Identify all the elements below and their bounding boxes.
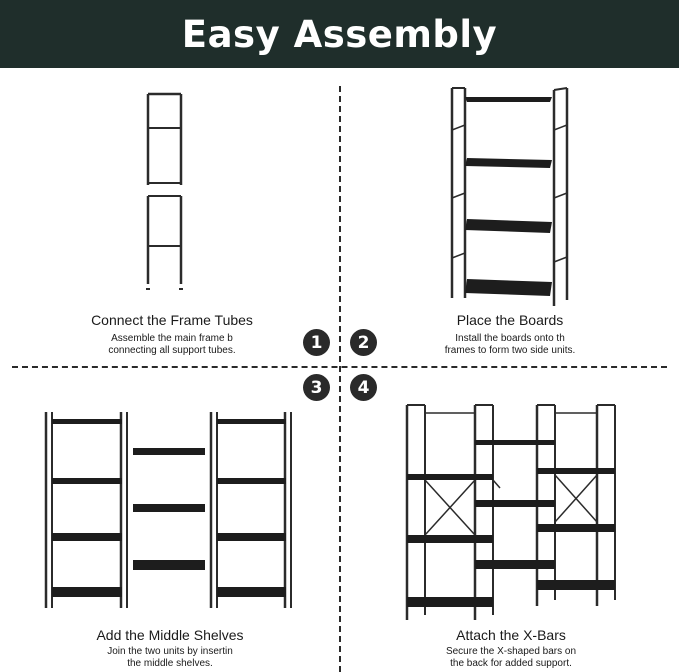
step-2-boards bbox=[465, 97, 552, 296]
step-1-title: Connect the Frame Tubes bbox=[91, 312, 253, 328]
step-3-desc-line-2: the middle shelves. bbox=[127, 658, 213, 669]
step-2-desc-line-1: Install the boards onto th bbox=[455, 333, 565, 344]
step-4-description: Secure the X-shaped bars on the back for… bbox=[381, 646, 641, 670]
step-3-description: Join the two units by insertin the middl… bbox=[40, 646, 300, 670]
step-3-badge: 3 bbox=[303, 374, 330, 401]
step-4-desc-line-1: Secure the X-shaped bars on bbox=[445, 646, 577, 657]
step-4-x-bars bbox=[424, 474, 598, 536]
step-1-frame-illustration bbox=[146, 92, 183, 290]
step-2-shelf-illustration bbox=[450, 87, 569, 306]
step-1-badge: 1 bbox=[303, 329, 330, 356]
step-3-title: Add the Middle Shelves bbox=[96, 627, 244, 643]
step-3-left-unit bbox=[44, 412, 128, 608]
step-1-desc-line-2: connecting all support tubes. bbox=[108, 345, 236, 356]
step-1-description: Assemble the main frame b connecting all… bbox=[42, 333, 302, 357]
step-2-title: Place the Boards bbox=[456, 312, 564, 328]
step-4-title: Attach the X-Bars bbox=[456, 627, 566, 643]
step-2-desc-line-2: frames to form two side units. bbox=[444, 345, 576, 356]
step-2-badge: 2 bbox=[350, 329, 377, 356]
step-3-middle-shelves bbox=[133, 448, 205, 570]
step-3-desc-line-1: Join the two units by insertin bbox=[107, 646, 233, 657]
step-3-right-boards bbox=[217, 419, 286, 597]
step-1-desc-line-1: Assemble the main frame b bbox=[111, 333, 233, 344]
step-3-right-unit bbox=[209, 412, 292, 608]
step-4-desc-line-2: the back for added support. bbox=[450, 658, 572, 669]
header-banner: Easy Assembly bbox=[0, 0, 679, 68]
page-title: Easy Assembly bbox=[181, 12, 498, 56]
vertical-divider bbox=[339, 86, 341, 672]
step-3-left-boards bbox=[52, 419, 122, 597]
horizontal-divider bbox=[12, 366, 667, 368]
step-2-description: Install the boards onto th frames to for… bbox=[380, 333, 640, 357]
step-4-badge: 4 bbox=[350, 374, 377, 401]
step-4-boards bbox=[407, 440, 615, 607]
